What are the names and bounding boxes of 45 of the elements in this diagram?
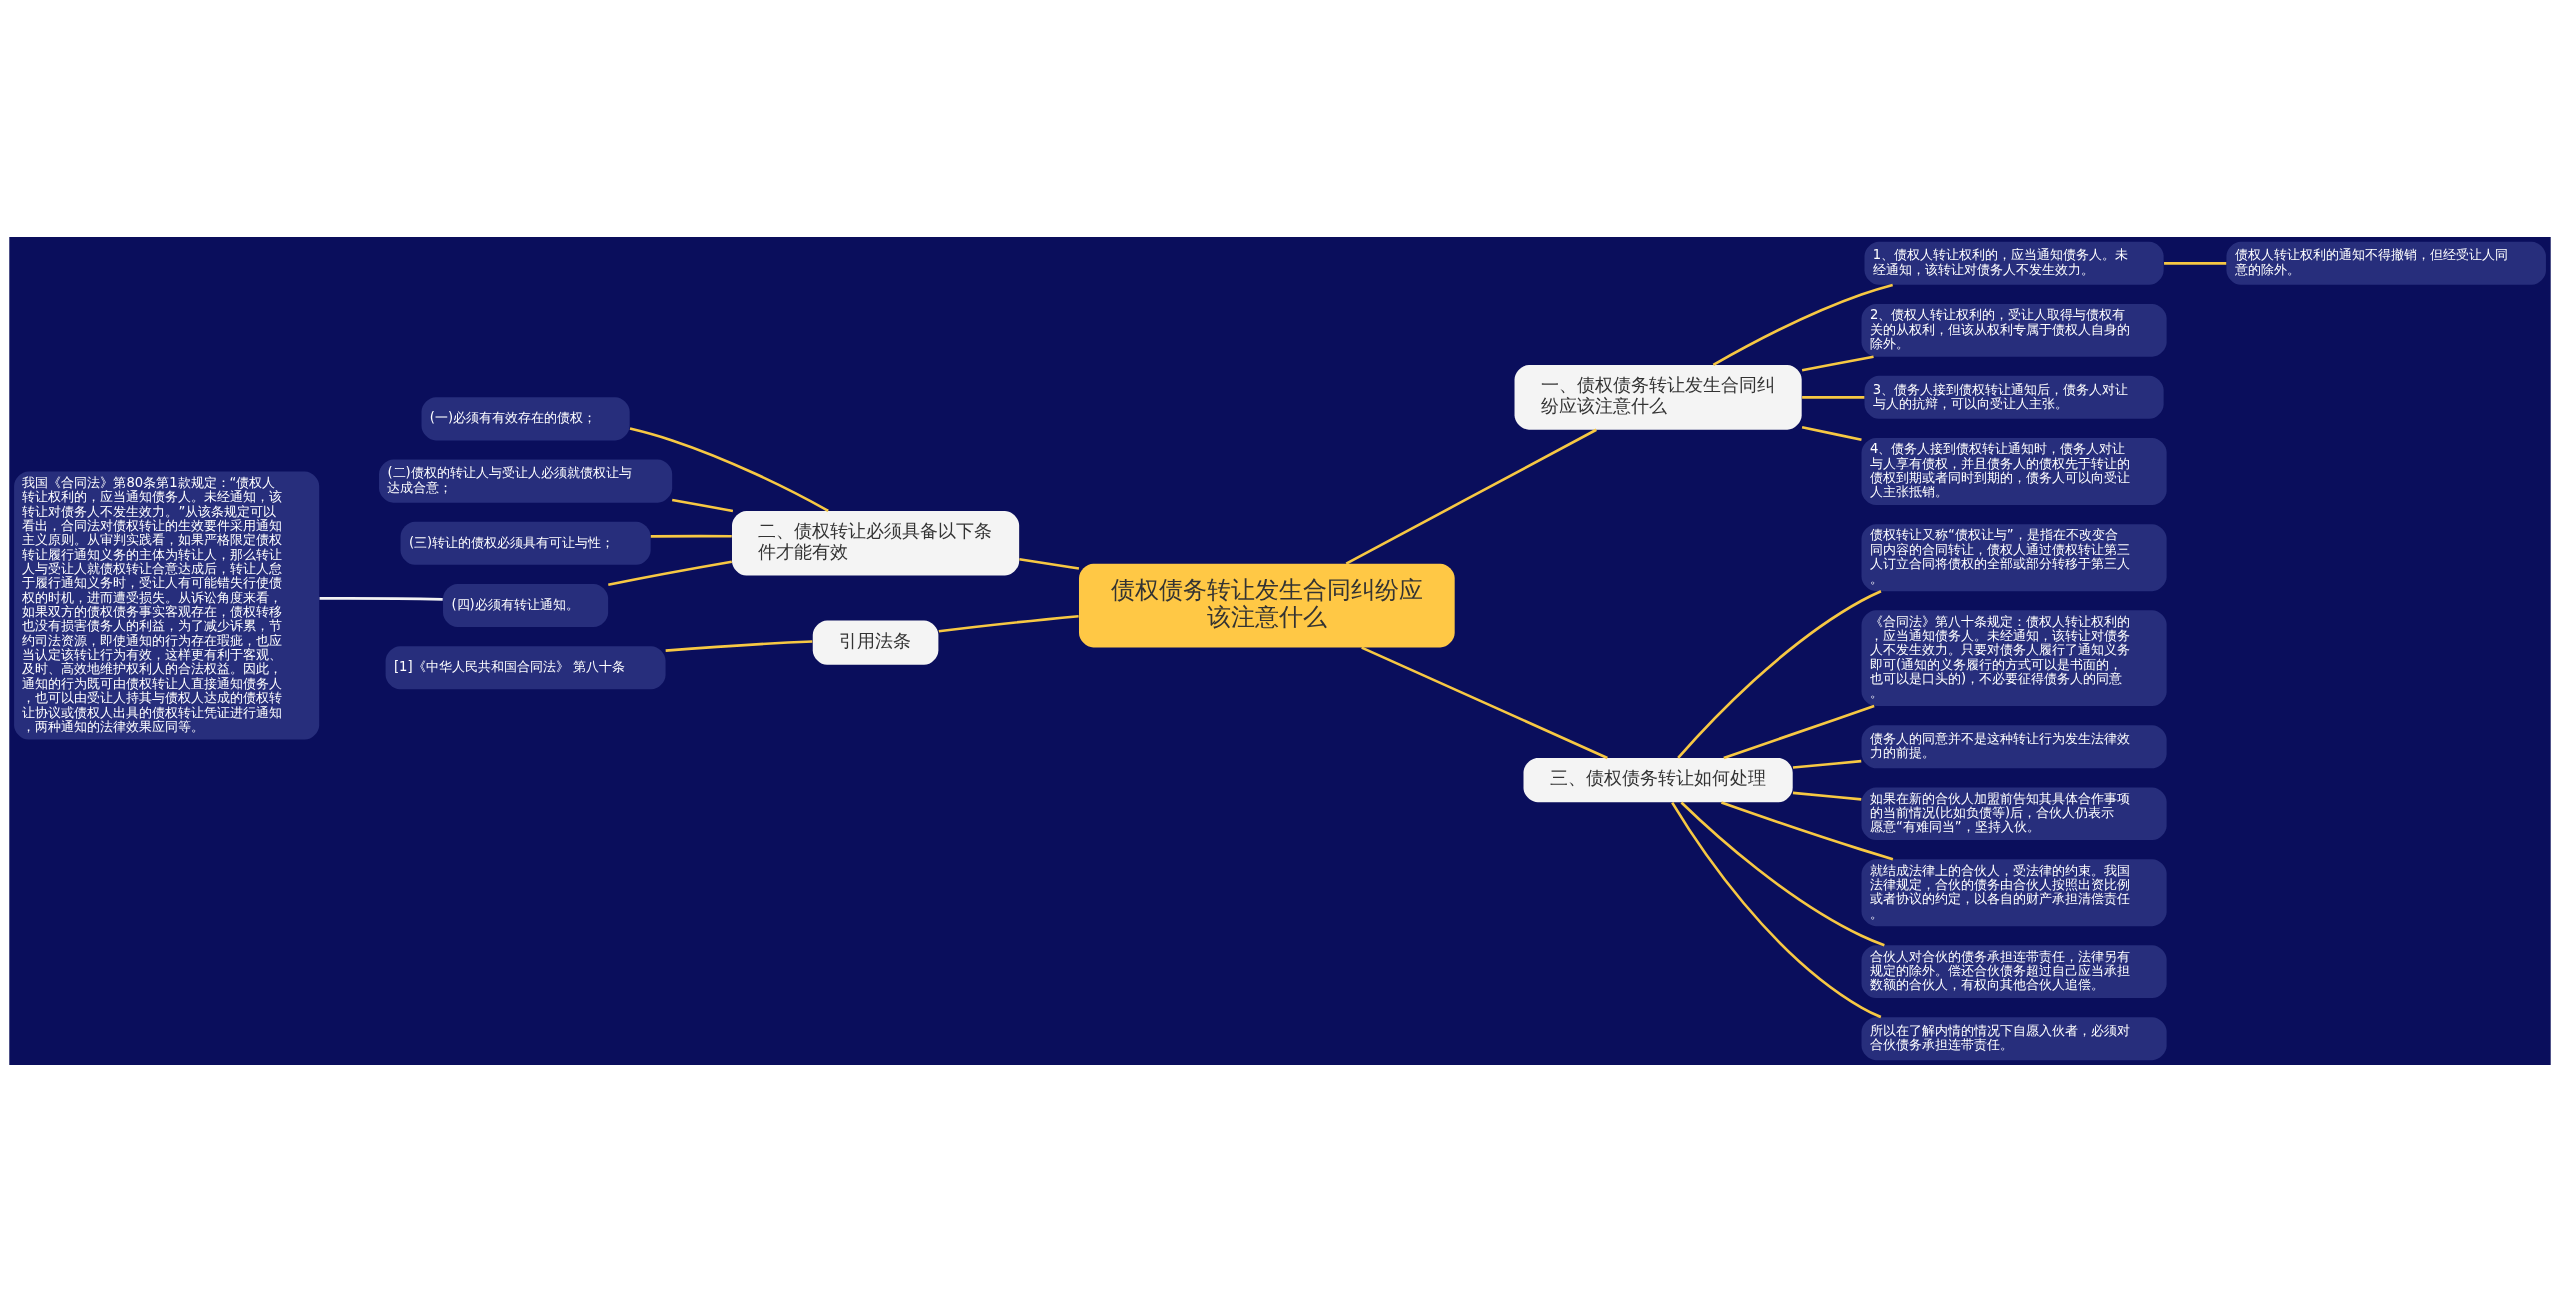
node-box: (一)必须有有效存在的债权； xyxy=(421,397,630,441)
connector xyxy=(1801,426,1862,442)
node-box: 债权转让又称“债权让与”，是指在不改变合同内容的合同转让，债权人通过债权转让第三人订立合同将债权的全部或部分转移于第三人。 xyxy=(1861,524,2167,592)
node-box: 二、债权转让必须具备以下条件才能有效 xyxy=(732,511,1020,576)
connector xyxy=(1671,801,1882,1019)
connector xyxy=(1677,590,1882,759)
node-box: (三)转让的债权必须具有可让与性； xyxy=(400,521,651,565)
node-box: (四)必须有转让通知。 xyxy=(443,584,609,628)
node-box: 合伙人对合伙的债务承担连带责任，法律另有规定的除外。偿还合伙债务超过自己应当承担数额的合伙人，有权向其他合伙人追偿。 xyxy=(1861,945,2167,998)
connector xyxy=(1712,283,1893,366)
node-box: 引用法条 xyxy=(812,620,939,665)
node-box: 2、债权人转让权利的，受让人取得与债权有关的从权利，但该从权利专属于债权人自身的除外。 xyxy=(1861,304,2167,357)
connector xyxy=(1723,704,1875,760)
connector xyxy=(1361,646,1608,760)
connector xyxy=(938,614,1079,633)
connector xyxy=(1792,759,1862,769)
node-box: 债权债务转让发生合同纠纷应该注意什么 xyxy=(1079,563,1455,648)
node-box: 三、债权债务转让如何处理 xyxy=(1523,758,1793,803)
connector xyxy=(1801,355,1874,372)
node-box: 我国《合同法》第80条第1款规定：“债权人转让权利的，应当通知债务人。未经通知，该转让对债务人不发生效力。”从该条规定可以看出，合同法对债权转让的生效要件采用通知主义原则。从审判实践看，如果严格限定债权转让履行通知义务的主体为转让人，那么转让人与受让人就债权转让合意达成后，转让人怠于履行通知义务时，受让人有可能错失行使债权的时机，进而遭受损失。从诉讼角度来看，如果双方的债权债务事实客观存在，债权转移也没有损害债务人的利益，为了减少诉累，节约司法资源，即使通知的行为存在瑕疵，也应当认定该转让行为有效，这样更有利于客观、及时、高效地维护权利人的合法权益。因此，通知的行为既可由债权转让人直接通知债务人，也可以由受让人持其与债权人达成的债权转让协议或债权人出具的债权转让凭证进行通知，两种通知的法律效果应同等。 xyxy=(14,471,320,740)
connector xyxy=(1802,396,1865,399)
connector xyxy=(629,427,829,512)
node-box: 就结成法律上的合伙人，受法律的约束。我国法律规定，合伙的债务由合伙人按照出资比例或者协议的约定，以各自的财产承担清偿责任。 xyxy=(1861,859,2167,927)
node-box: [1]《中华人民共和国合同法》 第八十条 xyxy=(385,646,666,690)
connector xyxy=(1680,801,1885,947)
node-box: (二)债权的转让人与受让人必须就债权让与达成合意； xyxy=(379,459,673,503)
connector xyxy=(650,534,732,538)
connector xyxy=(319,597,443,601)
node-box: 4、债务人接到债权转让通知时，债务人对让与人享有债权，并且债务人的债权先于转让的债权到期或者同时到期的，债务人可以向受让人主张抵销。 xyxy=(1861,438,2167,505)
node-box: 《合同法》第八十条规定：债权人转让权利的，应当通知债务人。未经通知，该转让对债务人不发生效力。只要对债务人履行了通知义务即可(通知的义务履行的方式可以是书面的，也可以是口头的)，不必要征得债务人的同意。 xyxy=(1861,610,2167,707)
node-box: 债权人转让权利的通知不得撤销，但经受让人同意的除外。 xyxy=(2226,241,2546,285)
connector xyxy=(1019,557,1080,570)
node-box: 1、债权人转让权利的，应当通知债务人。未经通知，该转让对债务人不发生效力。 xyxy=(1864,241,2164,285)
connector xyxy=(1345,428,1597,565)
node-box: 所以在了解内情的情况下自愿入伙者，必须对合伙债务承担连带责任。 xyxy=(1861,1017,2167,1061)
node-box: 3、债务人接到债权转让通知后，债务人对让与人的抗辩，可以向受让人主张。 xyxy=(1864,375,2164,419)
node-box: 如果在新的合伙人加盟前告知其具体合作事项的当前情况(比如负债等)后，合伙人仍表示愿意“有难同当”，坚持入伙。 xyxy=(1861,787,2167,841)
connector xyxy=(608,560,732,587)
connector xyxy=(671,498,734,513)
connector xyxy=(665,640,813,652)
connector xyxy=(2164,262,2227,265)
node-box: 一、债权债务转让发生合同纠纷应该注意什么 xyxy=(1514,365,1802,430)
node-box: 债务人的同意并不是这种转让行为发生法律效力的前提。 xyxy=(1861,725,2167,769)
connector xyxy=(1792,791,1862,801)
connector xyxy=(1720,801,1894,861)
